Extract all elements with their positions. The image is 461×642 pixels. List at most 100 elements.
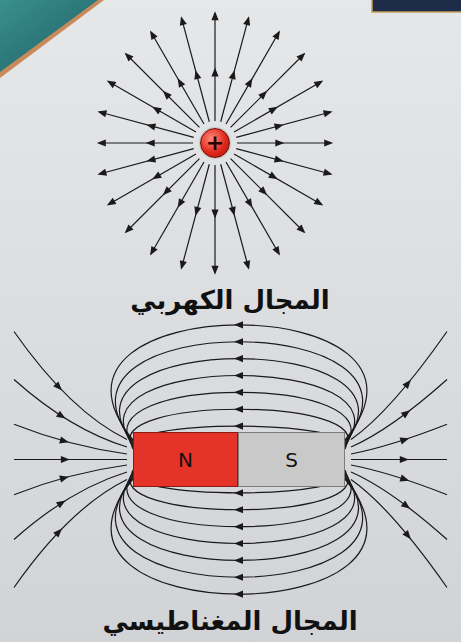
field-arrowhead bbox=[105, 198, 116, 209]
field-arrowhead bbox=[53, 526, 64, 537]
magnetic-field-line bbox=[14, 424, 127, 454]
field-arrowhead bbox=[229, 69, 238, 80]
electric-field-line bbox=[151, 162, 204, 254]
corner-decoration bbox=[0, 0, 98, 72]
electric-field-line bbox=[126, 54, 199, 127]
electric-field-line bbox=[231, 159, 304, 232]
corner-edge bbox=[0, 0, 104, 78]
electric-field-line bbox=[221, 164, 249, 268]
field-arrowhead bbox=[234, 321, 243, 328]
field-arrowhead bbox=[323, 108, 334, 117]
field-arrowhead bbox=[400, 435, 411, 445]
field-arrowhead bbox=[150, 172, 161, 183]
magnetic-field-line bbox=[351, 480, 447, 588]
field-arrowhead bbox=[234, 523, 243, 530]
field-arrowhead bbox=[59, 436, 70, 445]
field-arrowhead bbox=[268, 172, 279, 183]
electric-field-line bbox=[181, 18, 209, 122]
field-arrowhead bbox=[234, 489, 243, 496]
field-arrowhead bbox=[229, 206, 238, 217]
field-arrowhead bbox=[314, 198, 325, 209]
field-arrowhead bbox=[175, 198, 186, 209]
electric-field-line bbox=[231, 54, 304, 127]
field-arrowhead bbox=[59, 473, 70, 482]
magnetic-field-line bbox=[119, 359, 358, 443]
electric-field-line bbox=[236, 112, 330, 137]
field-arrowhead bbox=[147, 29, 158, 40]
magnetic-field-line bbox=[351, 332, 447, 440]
corner-tab bbox=[372, 0, 461, 12]
field-arrowhead bbox=[234, 406, 243, 413]
electric-field-line bbox=[226, 162, 279, 254]
field-arrowhead bbox=[175, 76, 186, 87]
field-arrowhead bbox=[401, 407, 413, 418]
field-arrowhead bbox=[272, 246, 283, 257]
magnetic-field-line bbox=[351, 472, 447, 540]
field-arrowhead bbox=[211, 11, 218, 20]
magnetic-field-line bbox=[14, 472, 127, 540]
field-arrowhead bbox=[314, 77, 325, 88]
electric-field-line bbox=[181, 164, 209, 268]
field-arrowhead bbox=[274, 121, 285, 130]
field-arrowhead bbox=[296, 224, 307, 235]
field-arrowhead bbox=[192, 69, 201, 80]
field-arrowhead bbox=[160, 88, 171, 99]
positive-charge: + bbox=[200, 128, 230, 158]
field-arrowhead bbox=[234, 389, 243, 396]
magnetic-field-line bbox=[111, 479, 367, 594]
electric-field-line bbox=[214, 13, 215, 121]
field-arrowhead bbox=[97, 139, 106, 146]
field-arrowhead bbox=[122, 224, 133, 235]
field-arrowhead bbox=[234, 540, 243, 547]
field-arrowhead bbox=[211, 67, 218, 76]
field-arrowhead bbox=[234, 423, 243, 430]
field-caption: المجال الكهربي bbox=[130, 285, 329, 316]
field-arrowhead bbox=[160, 186, 171, 197]
field-arrowhead bbox=[258, 88, 269, 99]
electric-field-line bbox=[99, 149, 193, 174]
electric-field-line bbox=[234, 154, 321, 205]
magnetic-field-lines bbox=[14, 321, 447, 597]
magnetic-field-line bbox=[14, 480, 127, 588]
field-arrowhead bbox=[296, 50, 307, 61]
field-caption: المجال المغناطيسي bbox=[102, 606, 357, 637]
field-arrowhead bbox=[211, 210, 218, 219]
field-arrowhead bbox=[146, 139, 155, 146]
field-arrowhead bbox=[178, 15, 187, 26]
field-arrowhead bbox=[258, 186, 269, 197]
field-arrowhead bbox=[243, 15, 252, 26]
field-arrowhead bbox=[234, 355, 243, 362]
magnetic-field-line bbox=[351, 380, 447, 448]
electric-field-line bbox=[236, 149, 330, 174]
magnetic-field-line bbox=[14, 380, 127, 448]
field-arrowhead bbox=[147, 246, 158, 257]
field-arrowhead bbox=[274, 156, 285, 165]
magnetic-field-line bbox=[14, 332, 127, 440]
electric-field-line bbox=[151, 32, 204, 124]
field-arrowhead bbox=[234, 372, 243, 379]
field-arrowhead bbox=[402, 530, 413, 542]
magnetic-field-line bbox=[119, 476, 358, 560]
field-arrowhead bbox=[122, 50, 133, 61]
node-text: + bbox=[206, 132, 224, 154]
field-arrowhead bbox=[400, 475, 411, 485]
magnetic-field-line bbox=[351, 459, 447, 460]
field-arrowhead bbox=[105, 77, 116, 88]
field-arrowhead bbox=[234, 338, 243, 345]
field-arrowhead bbox=[146, 156, 157, 165]
field-arrowhead bbox=[234, 591, 243, 598]
magnetic-field-line bbox=[14, 459, 127, 460]
field-arrowhead bbox=[234, 557, 243, 564]
magnetic-field-line bbox=[111, 325, 367, 440]
field-arrowhead bbox=[56, 411, 67, 422]
field-arrowhead bbox=[268, 104, 279, 115]
magnet-north-pole: N bbox=[133, 432, 238, 487]
magnetic-field-line bbox=[351, 424, 447, 454]
magnetic-field-line bbox=[115, 342, 362, 442]
field-arrowhead bbox=[234, 574, 243, 581]
electric-field-line bbox=[234, 82, 321, 133]
electric-field-line bbox=[221, 18, 249, 122]
field-arrowhead bbox=[402, 377, 413, 389]
